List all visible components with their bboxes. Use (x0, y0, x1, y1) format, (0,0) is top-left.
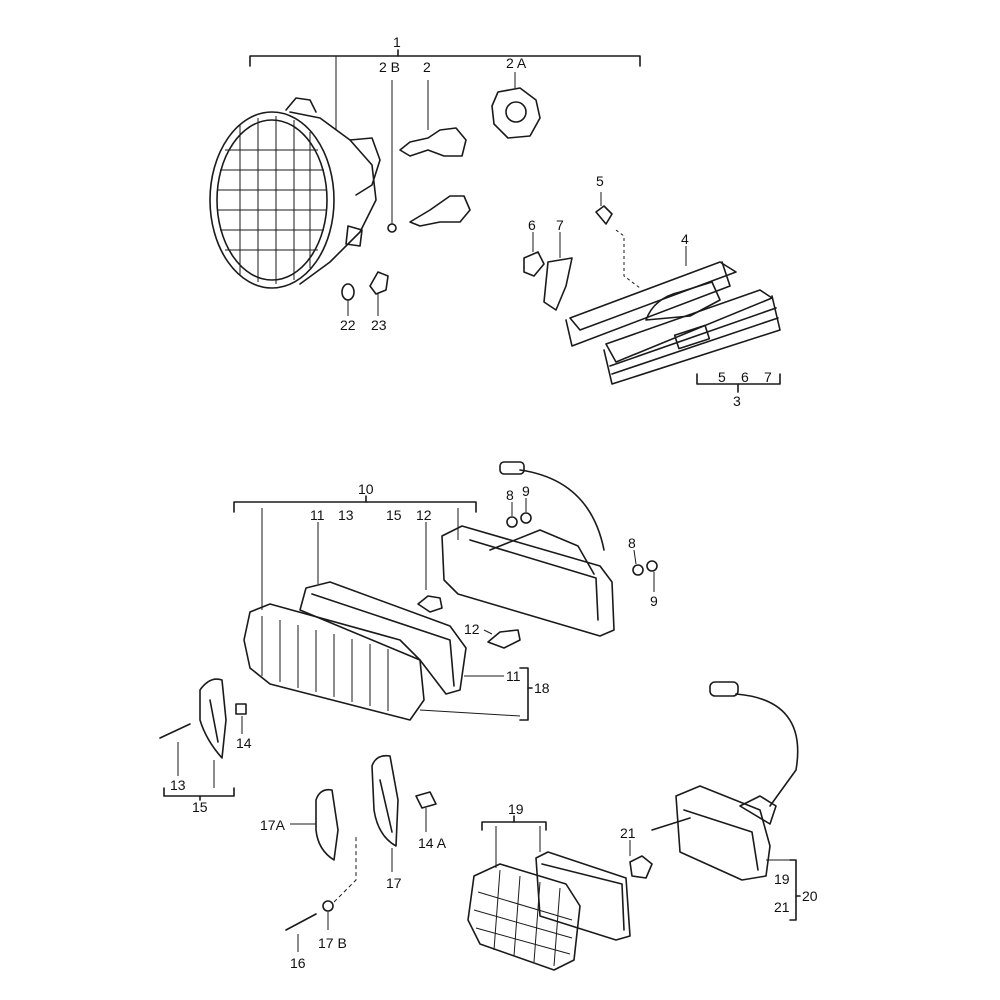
label-14: 14 (236, 735, 252, 751)
label-3: 3 (733, 393, 741, 409)
corner-reflector (159, 678, 247, 801)
rear-fog-lens (467, 863, 581, 971)
label-17b: 17 B (318, 935, 347, 951)
label-5-group: 5 (718, 369, 726, 385)
h4-bulb (399, 127, 467, 157)
label-13: 13 (170, 777, 186, 793)
label-11-top: 11 (310, 507, 325, 523)
fog-lens-ribs (261, 616, 389, 711)
label-1: 1 (393, 34, 401, 50)
bulb-retainer (491, 87, 541, 139)
headlight-assembly (209, 49, 641, 316)
label-22: 22 (340, 317, 356, 333)
headlight-lens-grid (218, 116, 326, 284)
fog-housing (441, 525, 615, 637)
label-4: 4 (681, 231, 689, 247)
label-12-mid: 12 (464, 621, 480, 637)
washer-22 (341, 283, 355, 301)
label-11-right: 11 (506, 668, 521, 684)
label-9-top: 9 (522, 483, 530, 499)
label-15: 15 (192, 799, 208, 815)
label-7-group: 7 (764, 369, 772, 385)
label-19-right: 19 (774, 871, 790, 887)
label-17a: 17A (260, 817, 286, 833)
side-marker-light (523, 192, 781, 393)
label-18: 18 (534, 680, 550, 696)
label-16: 16 (290, 955, 306, 971)
label-23: 23 (371, 317, 387, 333)
marker-bulb (595, 205, 613, 225)
label-2: 2 (423, 59, 431, 75)
label-2a: 2 A (506, 55, 527, 71)
label-6-group: 6 (741, 369, 749, 385)
label-6-top: 6 (528, 217, 536, 233)
rear-fog-wire (735, 693, 799, 807)
bracket-7 (543, 257, 573, 311)
fog-bulb-alt (487, 629, 521, 649)
side-reflector-assembly (285, 754, 437, 952)
label-2b: 2 B (379, 59, 400, 75)
label-15-top: 15 (386, 507, 402, 523)
parking-bulb (409, 195, 471, 227)
rear-fog-gasket (535, 851, 631, 941)
fog-light-assembly (233, 461, 658, 721)
rear-fog-assembly (467, 681, 801, 971)
label-20: 20 (802, 888, 818, 904)
label-19-top: 19 (508, 801, 524, 817)
clip-14 (235, 703, 247, 715)
label-13-top: 13 (338, 507, 354, 523)
fog-lens (243, 603, 425, 721)
screw-23 (369, 271, 389, 295)
label-8-top: 8 (506, 487, 514, 503)
label-8-right: 8 (628, 535, 636, 551)
reflector-15 (199, 678, 227, 759)
clip-14a (415, 791, 437, 809)
washer-17b (322, 900, 334, 912)
label-9-right: 9 (650, 593, 658, 609)
label-21-top: 21 (620, 825, 636, 841)
label-17: 17 (386, 875, 402, 891)
label-7-top: 7 (556, 217, 564, 233)
rear-fog-bulb (629, 855, 653, 879)
screw-13 (159, 723, 191, 739)
fog-bulb (417, 595, 443, 613)
callout-labels: 1 2 B 2 2 A 5 4 6 7 22 23 5 6 7 3 10 11 … (170, 34, 818, 971)
gasket (299, 581, 467, 695)
reflector-17a (315, 788, 339, 861)
label-14a: 14 A (418, 835, 447, 851)
rear-fog-housing (675, 785, 771, 881)
fog-wire (519, 469, 605, 551)
label-10: 10 (358, 481, 374, 497)
label-5-top: 5 (596, 173, 604, 189)
rear-fog-lens-grid (473, 869, 573, 967)
label-21-right: 21 (774, 899, 790, 915)
label-12-top: 12 (416, 507, 432, 523)
screw-16 (285, 913, 317, 931)
clip-6 (523, 251, 545, 277)
reflector-17 (371, 754, 399, 847)
